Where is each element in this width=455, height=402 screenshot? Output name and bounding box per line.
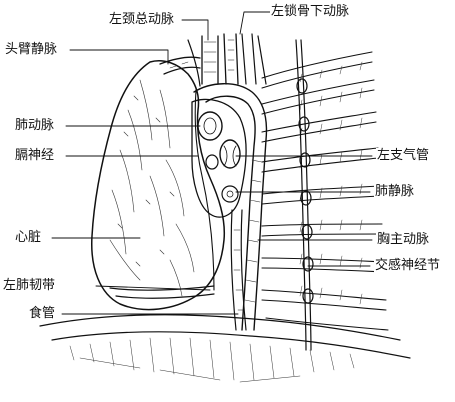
heart-outline — [91, 60, 226, 311]
pulmonary-vein-lumens — [205, 154, 239, 203]
label-thoracic-aorta: 胸主动脉 — [376, 232, 431, 248]
sympathetic-trunk — [295, 39, 314, 351]
label-left-common-carotid: 左颈总动脉 — [108, 12, 176, 28]
label-left-pulmonary-ligament: 左肺韧带 — [2, 278, 57, 294]
heart-texture — [109, 79, 195, 297]
aorta — [193, 83, 268, 331]
ribs — [261, 51, 389, 331]
label-brachiocephalic-vein: 头臂静脉 — [4, 42, 59, 58]
pulmonary-artery-lumen — [197, 111, 223, 141]
label-esophagus: 食管 — [28, 306, 57, 322]
label-pulmonary-artery: 肺动脉 — [14, 118, 56, 134]
label-left-subclavian: 左锁骨下动脉 — [270, 4, 351, 20]
label-heart: 心脏 — [14, 230, 43, 246]
left-subclavian-artery — [223, 33, 239, 85]
bronchus-lumen — [219, 139, 241, 169]
label-phrenic-nerve: 膈神经 — [14, 148, 56, 164]
diaphragm — [39, 314, 411, 383]
label-sympathetic-trunk: 交感神经节 — [374, 258, 442, 274]
brachiocephalic-vein — [159, 56, 201, 75]
esophagus-tube — [230, 209, 247, 331]
label-left-bronchus: 左支气管 — [376, 148, 431, 164]
label-pulmonary-vein: 肺静脉 — [374, 184, 416, 200]
leader-lines — [51, 11, 373, 315]
lung-hilum — [191, 98, 247, 218]
neck-structures — [187, 33, 267, 87]
pulmonary-ligament — [109, 285, 215, 299]
left-common-carotid-artery — [201, 35, 219, 85]
phrenic-nerve-line — [194, 89, 215, 291]
